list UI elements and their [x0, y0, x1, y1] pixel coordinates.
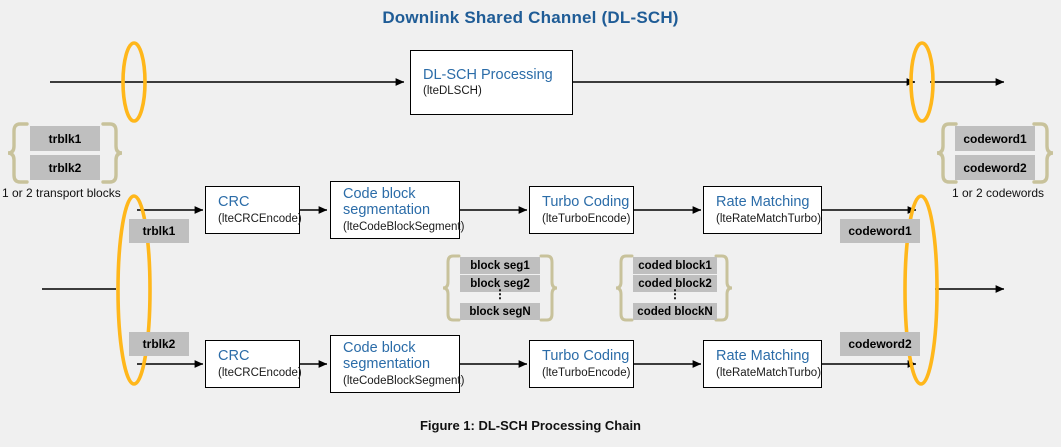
row2-input-label: trblk2: [129, 332, 189, 356]
row1-stage-rate-name: Rate Matching: [716, 194, 810, 211]
row1-output-label: codeword1: [840, 219, 920, 243]
dlsch-processing-function: (lteDLSCH): [423, 85, 482, 98]
highlight-ellipse-top-left: [121, 41, 147, 123]
coded-block-item-2: coded block2: [633, 275, 717, 292]
block-seg-item-1: block seg1: [460, 257, 540, 274]
row1-input-label: trblk1: [129, 219, 189, 243]
block-seg-item-2: block seg2: [460, 275, 540, 292]
row1-stage-turbo-function: (lteTurboEncode): [542, 212, 631, 225]
brace-coded-blocks: [615, 254, 733, 322]
row1-stage-turbo-name: Turbo Coding: [542, 194, 630, 211]
highlight-ellipses: [116, 41, 939, 386]
row1-stage-crc-function: (lteCRCEncode): [218, 212, 302, 225]
row1-stage-crc-name: CRC: [218, 194, 250, 211]
dlsch-processing-box[interactable]: DL-SCH Processing (lteDLSCH): [410, 50, 573, 115]
row1-stage-crc[interactable]: CRC (lteCRCEncode): [205, 186, 302, 234]
row2-stage-rate-matching[interactable]: Rate Matching (lteRateMatchTurbo): [703, 340, 822, 388]
transport-blocks-caption: 1 or 2 transport blocks: [2, 186, 121, 200]
page-title: Downlink Shared Channel (DL-SCH): [382, 8, 679, 27]
row2-stage-rate-name: Rate Matching: [716, 348, 810, 365]
row2-stage-rate-function: (lteRateMatchTurbo): [716, 366, 822, 379]
row2-stage-turbo-name: Turbo Coding: [542, 348, 630, 365]
row1-stage-rate-function: (lteRateMatchTurbo): [716, 212, 822, 225]
row2-output-label: codeword2: [840, 332, 920, 356]
coded-block-item-n: coded blockN: [633, 303, 717, 320]
row2-stage-cbs-function: (lteCodeBlockSegment): [343, 374, 465, 387]
row1-stage-rate-matching[interactable]: Rate Matching (lteRateMatchTurbo): [703, 186, 822, 234]
coded-block-ellipsis: ⋮: [669, 287, 681, 301]
transport-block-item-2: trblk2: [30, 155, 100, 180]
codewords-caption: 1 or 2 codewords: [952, 186, 1045, 200]
figure-caption: Figure 1: DL-SCH Processing Chain: [419, 418, 642, 433]
row2-stage-cbs-name: Code block segmentation: [343, 339, 431, 373]
row1-stage-cbs-function: (lteCodeBlockSegment): [343, 220, 465, 233]
row2-stage-turbo-function: (lteTurboEncode): [542, 366, 631, 379]
row2-stage-crc-name: CRC: [218, 348, 250, 365]
row1-stage-code-block-segmentation[interactable]: Code block segmentation (lteCodeBlockSeg…: [330, 181, 465, 239]
row2-stage-turbo-coding[interactable]: Turbo Coding (lteTurboEncode): [529, 340, 634, 388]
row1-stage-turbo-coding[interactable]: Turbo Coding (lteTurboEncode): [529, 186, 634, 234]
row2-stage-crc[interactable]: CRC (lteCRCEncode): [205, 340, 302, 388]
codeword-item-2: codeword2: [955, 155, 1035, 180]
dlsch-processing-name: DL-SCH Processing: [423, 66, 553, 83]
brace-codewords: [936, 122, 1054, 184]
brace-transport-blocks: [7, 122, 123, 184]
row1-stage-cbs-name: Code block segmentation: [343, 185, 431, 219]
block-seg-item-n: block segN: [460, 303, 540, 320]
row2-stage-crc-function: (lteCRCEncode): [218, 366, 302, 379]
coded-block-item-1: coded block1: [633, 257, 717, 274]
highlight-ellipse-right: [903, 194, 939, 386]
block-seg-ellipsis: ⋮: [494, 287, 506, 301]
brace-block-segments: [442, 254, 558, 322]
codeword-item-1: codeword1: [955, 126, 1035, 151]
row2-stage-code-block-segmentation[interactable]: Code block segmentation (lteCodeBlockSeg…: [330, 335, 465, 393]
highlight-ellipse-left: [116, 194, 152, 386]
highlight-ellipse-top-right: [909, 41, 935, 123]
transport-block-item-1: trblk1: [30, 126, 100, 151]
